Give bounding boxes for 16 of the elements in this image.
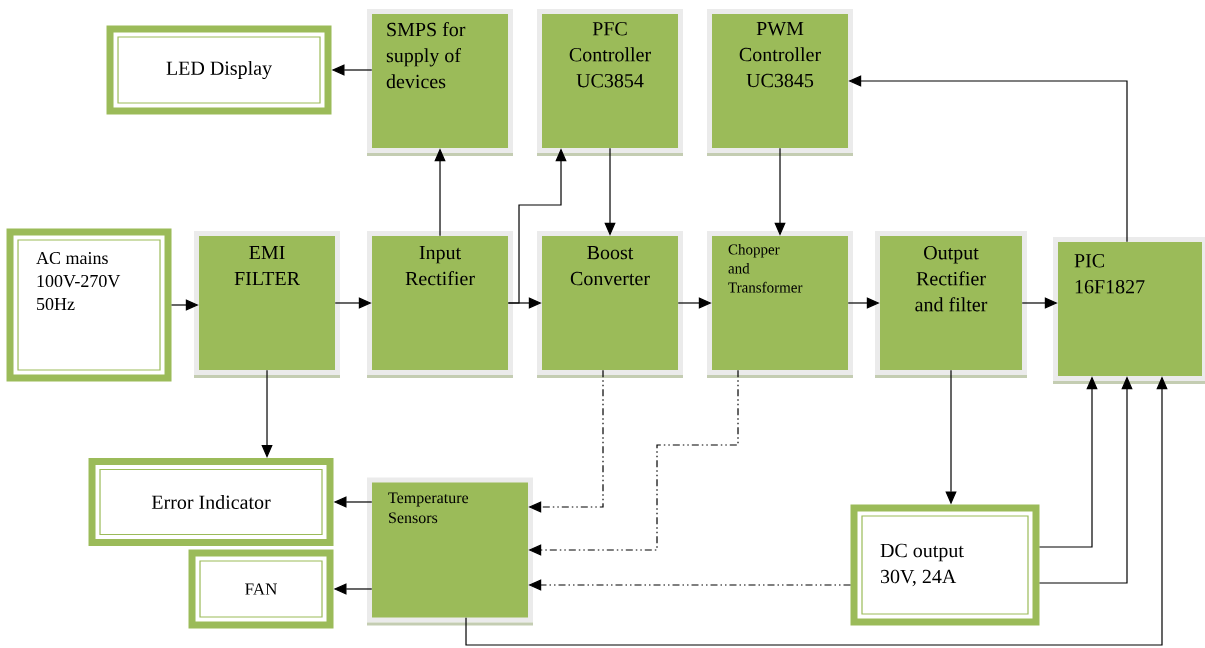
process-block: PWM Controller UC3845 — [707, 9, 853, 156]
io-box: FAN — [188, 549, 334, 629]
process-block: PFC Controller UC3854 — [537, 9, 683, 156]
process-block: Chopper and Transformer — [707, 231, 853, 378]
process-block: Input Rectifier — [367, 231, 513, 378]
process-block: SMPS for supply of devices — [367, 9, 513, 156]
process-block: Temperature Sensors — [367, 477, 533, 626]
io-box: Error Indicator — [88, 458, 334, 546]
process-block: EMI FILTER — [194, 231, 340, 378]
io-box: AC mains 100V-270V 50Hz — [6, 228, 172, 382]
process-block: Output Rectifier and filter — [875, 231, 1027, 378]
io-box: DC output 30V, 24A — [850, 504, 1040, 626]
io-box: LED Display — [106, 25, 332, 115]
process-block: Boost Converter — [537, 231, 683, 378]
process-block: PIC 16F1827 — [1053, 237, 1205, 384]
arrow — [261, 369, 273, 458]
